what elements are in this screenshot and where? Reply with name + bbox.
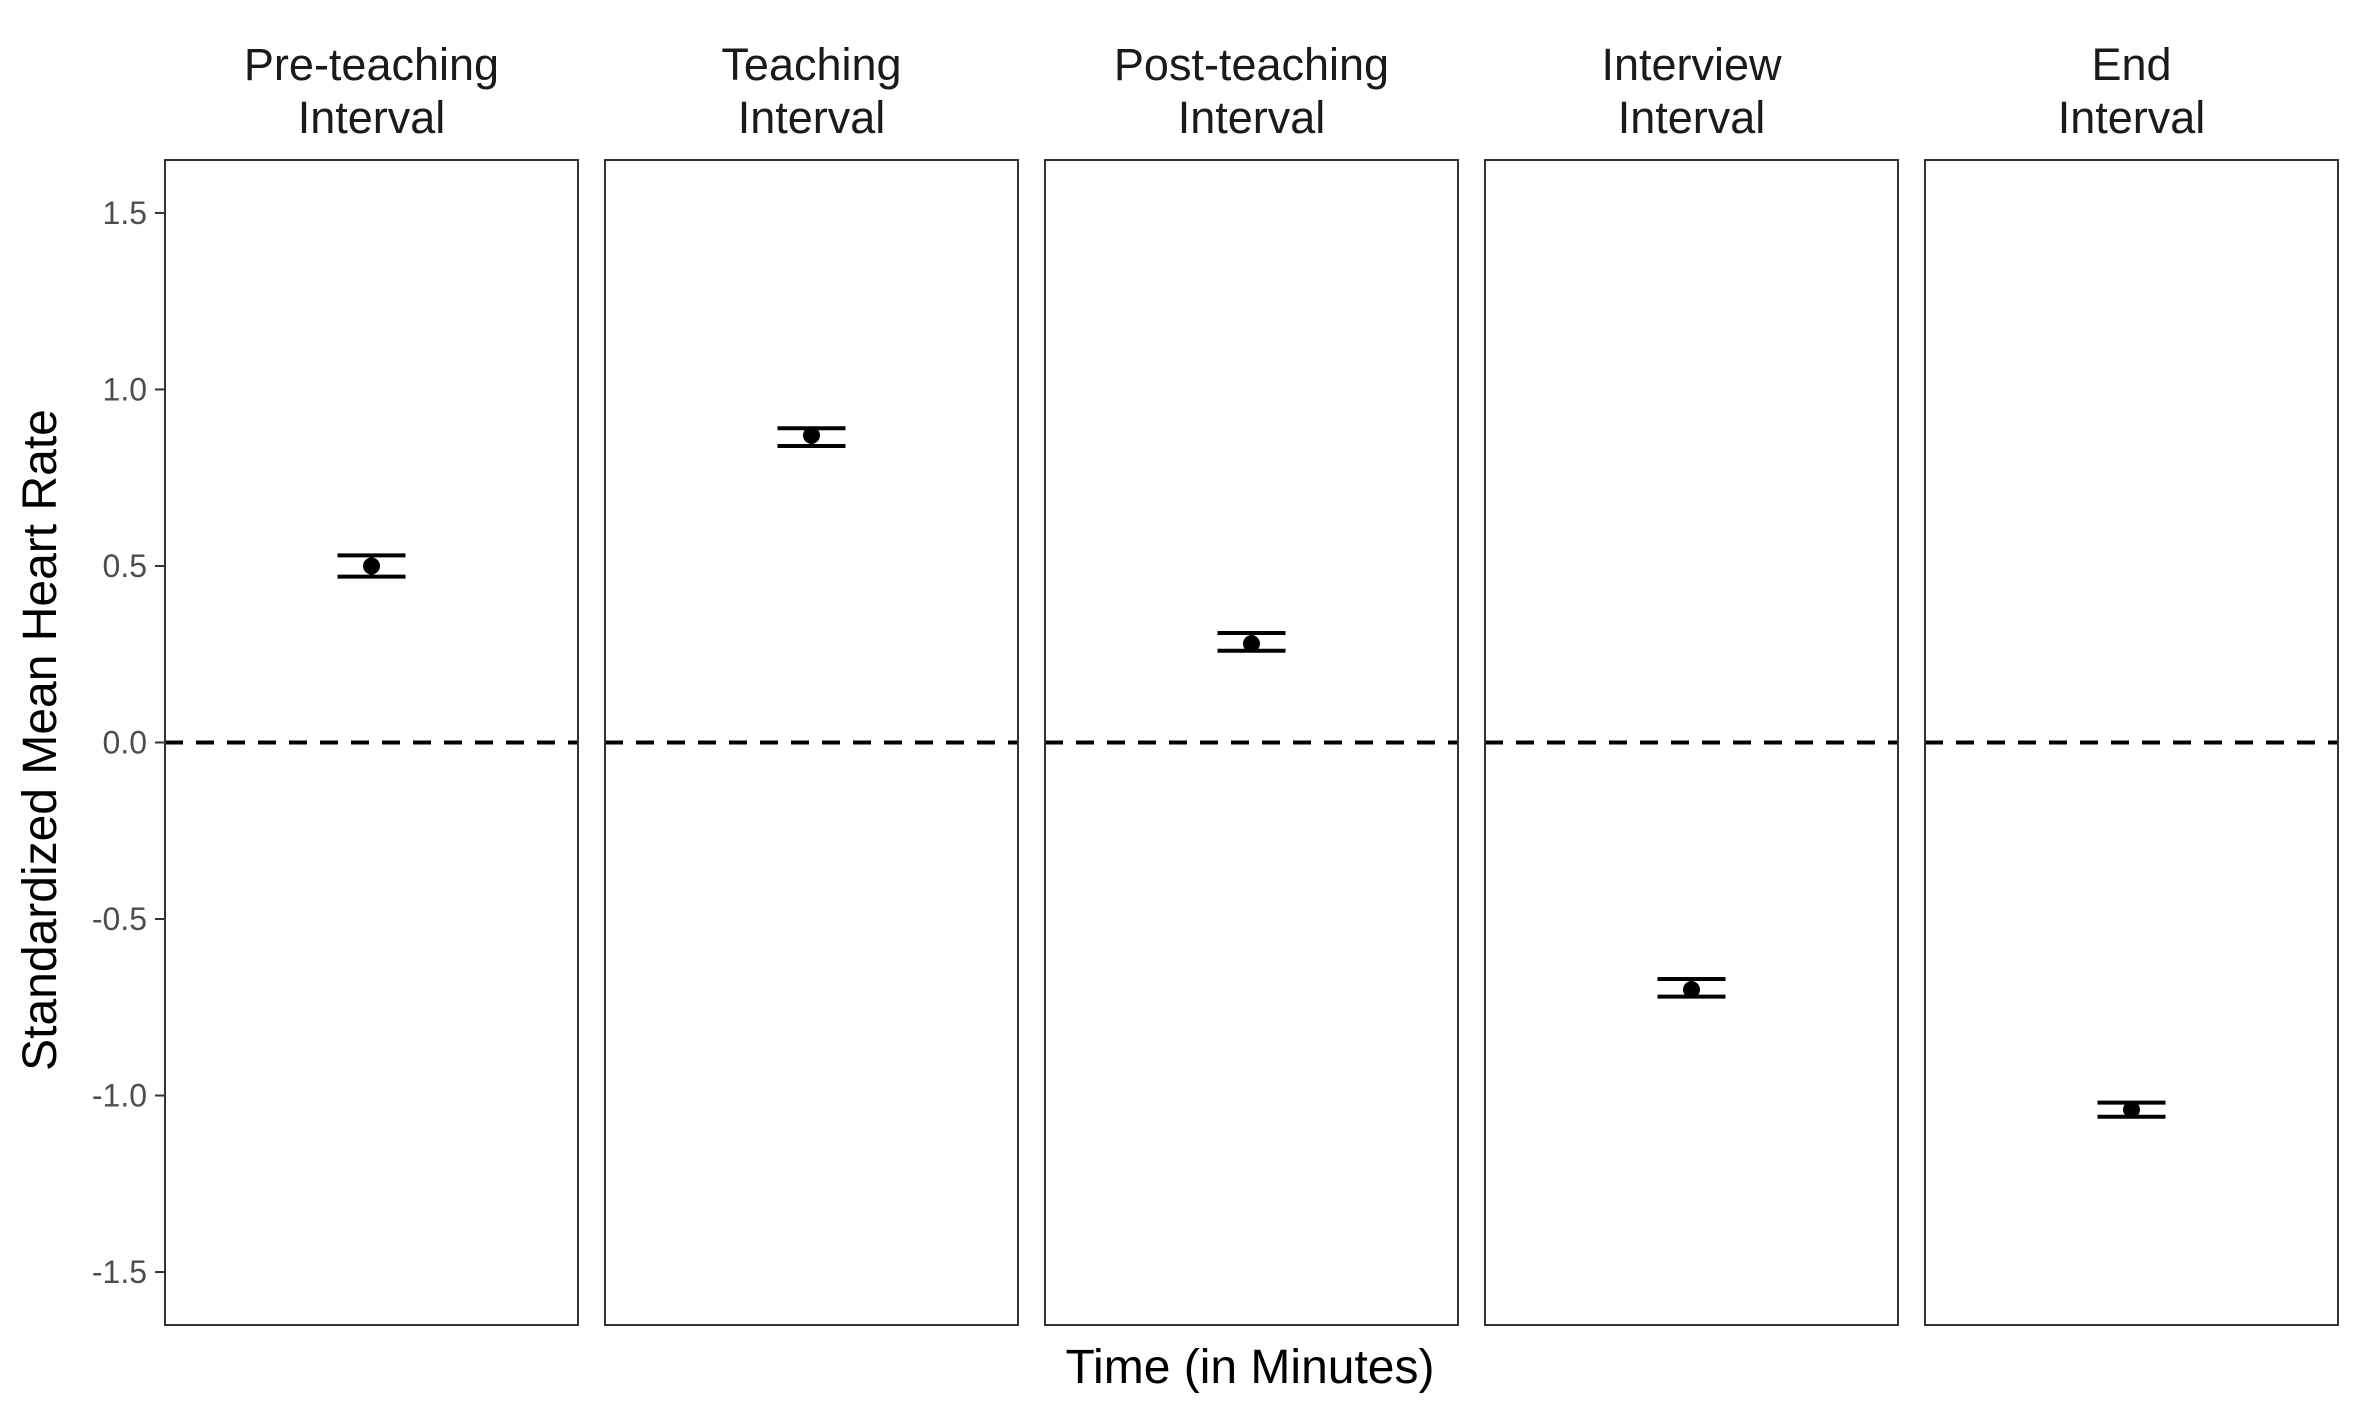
y-tick-label: -1.0 — [92, 1078, 147, 1114]
panel-border — [1044, 159, 1459, 1326]
panel-border — [604, 159, 1019, 1326]
y-tick-label: 0.0 — [103, 725, 147, 761]
facet-title-line: Interval — [2058, 92, 2206, 143]
y-tick-label: 1.5 — [103, 195, 147, 231]
facet-title-line: Interval — [738, 92, 886, 143]
facet-title-line: Interview — [1601, 39, 1782, 90]
facet-title-line: End — [2091, 39, 2171, 90]
mean-point — [1683, 981, 1700, 999]
facet-title-line: Post-teaching — [1114, 39, 1389, 90]
mean-point — [2123, 1101, 2140, 1119]
panel-border — [1484, 159, 1899, 1326]
x-axis-title: Time (in Minutes) — [1066, 1341, 1435, 1394]
y-axis-title: Standardized Mean Heart Rate — [14, 409, 67, 1071]
facet-title-line: Interval — [298, 92, 446, 143]
panel-border — [1924, 159, 2339, 1326]
mean-point — [363, 557, 380, 575]
y-axis: 1.5 1.0 0.5 0.0 -0.5 -1.0 -1.5 — [92, 195, 165, 1290]
y-tick-label: -0.5 — [92, 901, 147, 937]
mean-point — [1243, 635, 1260, 653]
y-tick-label: 1.0 — [103, 371, 147, 407]
facet-title-line: Pre-teaching — [244, 39, 499, 90]
facet-title-line: Interval — [1618, 92, 1766, 143]
mean-point — [803, 426, 820, 444]
facet-title-line: Teaching — [721, 39, 901, 90]
y-tick-label: 0.5 — [103, 548, 147, 584]
y-tick-label: -1.5 — [92, 1254, 147, 1290]
facet-title-line: Interval — [1178, 92, 1326, 143]
